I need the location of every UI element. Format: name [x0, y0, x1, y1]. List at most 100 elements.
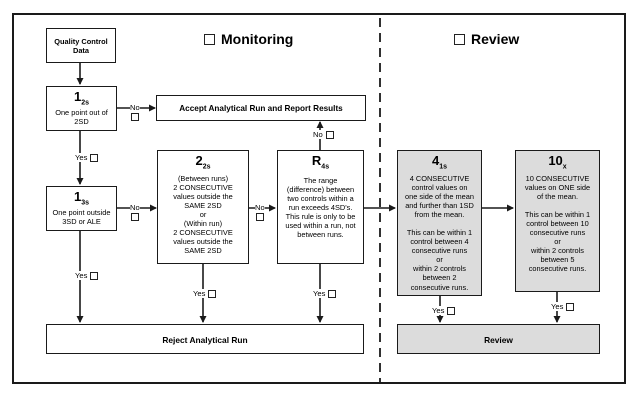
no-text: No [255, 203, 265, 212]
rule-text-line: SAME 2SD [184, 201, 222, 211]
rule-text-line: control between 10 [526, 219, 589, 229]
yes-text: Yes [193, 289, 206, 298]
rule-text-line: between 2 [422, 273, 457, 283]
rule-text-line [516, 201, 599, 210]
rule-text-line: This can be within 1 [406, 228, 473, 238]
rule-text-line: (Within run) [183, 219, 223, 229]
rule-text-line: This can be within 1 [524, 210, 591, 220]
yes-text: Yes [75, 271, 88, 280]
no-checkbox[interactable] [325, 130, 334, 139]
rule-text-line: run exceeds 4SD's. [288, 203, 353, 213]
no-checkbox[interactable] [255, 213, 264, 221]
no-label-13s: No [130, 203, 140, 221]
rule-text-line: within 2 controls [531, 246, 584, 256]
yes-label-r4s: Yes [313, 289, 337, 298]
accept-run-text: Accept Analytical Run and Report Results [179, 104, 343, 113]
rule-text-line: 2 CONSECUTIVE [173, 183, 233, 193]
rule-text-line: values outside the [173, 237, 233, 247]
rule-text-line [398, 219, 481, 228]
rule-text-line: between 5 [540, 255, 575, 265]
rule-text-line: (Between runs) [177, 174, 229, 184]
rule-22s-title: 22s [195, 153, 211, 171]
yes-text: Yes [75, 153, 88, 162]
no-label-22s: No [255, 203, 265, 221]
rule-text-line: or [436, 255, 443, 265]
yes-text: Yes [551, 302, 564, 311]
rule-41s-title: 41s [431, 153, 448, 171]
no-checkbox[interactable] [130, 213, 139, 221]
rule-text-line: The range [303, 176, 338, 186]
rule-text-line: of the mean. [536, 192, 579, 202]
rule-text-line: This rule is only to be [285, 212, 356, 222]
no-checkbox[interactable] [130, 113, 139, 121]
rule-text-line: SAME 2SD [184, 246, 222, 256]
accept-run-box: Accept Analytical Run and Report Results [156, 95, 366, 121]
rule-text-line: or [554, 237, 561, 247]
yes-label-41s: Yes [432, 306, 456, 315]
rule-text-line: control values on [411, 183, 468, 193]
qc-data-line2: Data [72, 46, 90, 56]
rule-text-line: 4 CONSECUTIVE [409, 174, 470, 184]
yes-checkbox[interactable] [447, 306, 456, 315]
reject-run-box: Reject Analytical Run [46, 324, 364, 354]
rule-r4s-title: R4s [311, 153, 330, 171]
rule-text-line: One point outside [52, 208, 111, 218]
qc-data-box: Quality Control Data [46, 28, 116, 63]
rule-text-line: consecutive runs [411, 246, 468, 256]
monitoring-title: Monitoring [221, 31, 294, 47]
yes-label-13s: Yes [75, 271, 99, 280]
rule-text-line: (difference) between [286, 185, 355, 195]
yes-checkbox[interactable] [328, 289, 337, 298]
review-title: Review [471, 31, 520, 47]
review-checkbox[interactable] [454, 33, 465, 45]
qc-data-line1: Quality Control [54, 37, 108, 46]
yes-checkbox[interactable] [566, 302, 575, 311]
no-text: No [130, 203, 140, 212]
yes-checkbox[interactable] [90, 271, 99, 280]
monitoring-heading: Monitoring [204, 31, 293, 47]
rule-text-line: 10 CONSECUTIVE [525, 174, 590, 184]
review-box-text: Review [484, 335, 513, 345]
rule-text-line: one side of the mean [404, 192, 475, 202]
rule-text-line: consecutive runs [529, 228, 586, 238]
monitoring-checkbox[interactable] [204, 33, 215, 45]
yes-label-12s: Yes [75, 153, 99, 162]
review-heading: Review [454, 31, 519, 47]
no-label-12s: No [130, 103, 140, 121]
rule-text-line: values on ONE side [524, 183, 591, 193]
no-label-r4s: No [313, 130, 334, 139]
rule-text-line: values outside the [173, 192, 233, 202]
reject-run-text: Reject Analytical Run [162, 335, 248, 345]
rule-text-line: consecutive runs. [528, 264, 587, 274]
yes-text: Yes [313, 289, 326, 298]
no-text: No [313, 130, 323, 139]
rule-text-line: or [199, 210, 207, 220]
rule-12s-title: 12s [73, 89, 90, 107]
rule-text-line: from the mean. [414, 210, 465, 220]
rule-text-line: consecutive runs. [410, 282, 469, 292]
yes-checkbox[interactable] [208, 289, 217, 298]
yes-text: Yes [432, 306, 445, 315]
rule-13s-title: 13s [73, 189, 90, 207]
rule-text-line: and further than 1SD [405, 201, 474, 211]
yes-label-10x: Yes [551, 302, 575, 311]
rule-text-line: One point out of [55, 108, 108, 118]
review-box: Review [397, 324, 600, 354]
diagram-frame [12, 13, 626, 384]
yes-checkbox[interactable] [90, 153, 99, 162]
rule-10x-title: 10x [548, 153, 567, 171]
rule-text-line: control between 4 [410, 237, 469, 247]
rule-text-line: between runs. [297, 230, 344, 240]
